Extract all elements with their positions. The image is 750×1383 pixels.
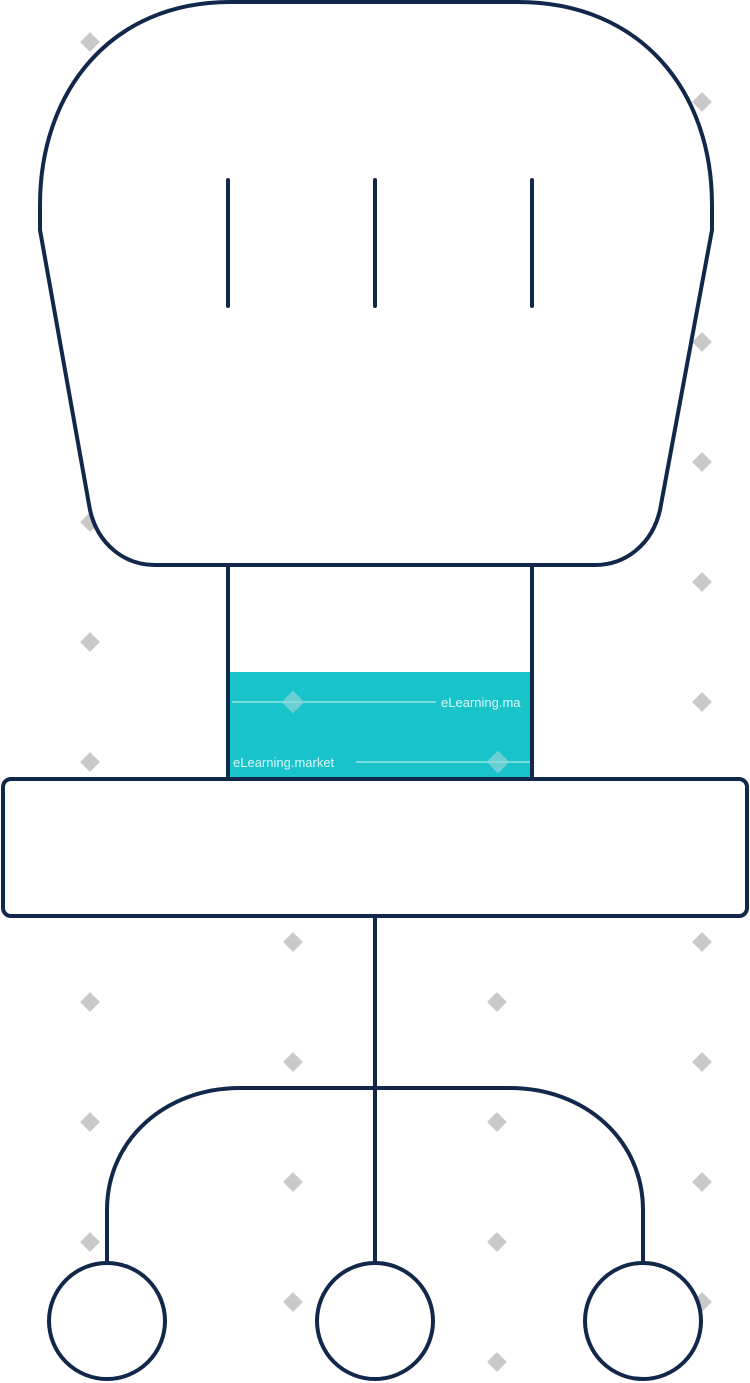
watermark-diamond <box>692 692 712 712</box>
watermark-diamond <box>283 1052 303 1072</box>
watermark-diamond <box>692 932 712 952</box>
column-accent-fill <box>228 672 532 778</box>
chair-column <box>226 558 534 780</box>
watermark-diamond <box>80 1112 100 1132</box>
watermark-diamond <box>80 992 100 1012</box>
watermark-diamond <box>80 632 100 652</box>
chair-seat <box>1 777 749 918</box>
caster-left <box>47 1261 167 1381</box>
watermark-diamond <box>80 1232 100 1252</box>
watermark-badge-2 <box>486 750 510 774</box>
watermark-diamond <box>283 932 303 952</box>
caster-right <box>583 1261 703 1381</box>
watermark-overlay: eLearning.ma eLearning.market <box>232 690 530 774</box>
watermark-diamond <box>80 752 100 772</box>
watermark-diamond <box>80 32 100 52</box>
watermark-diamond <box>283 1172 303 1192</box>
watermark-diamond <box>487 1352 507 1372</box>
watermark-diamond <box>692 332 712 352</box>
watermark-diamond <box>692 452 712 472</box>
watermark-text-1: eLearning.market <box>233 755 335 770</box>
watermark-diamond <box>692 572 712 592</box>
watermark-diamond <box>487 992 507 1012</box>
watermark-diamond <box>283 1292 303 1312</box>
watermark-text-2: eLearning.ma <box>441 695 521 710</box>
watermark-diamond <box>692 1052 712 1072</box>
caster-center <box>315 1261 435 1381</box>
chair-base-legs <box>105 1086 645 1264</box>
watermark-diamond <box>692 92 712 112</box>
watermark-diamond <box>487 1112 507 1132</box>
watermark-diamond <box>487 1232 507 1252</box>
watermark-badge-1 <box>281 690 305 714</box>
watermark-diamond <box>692 1172 712 1192</box>
